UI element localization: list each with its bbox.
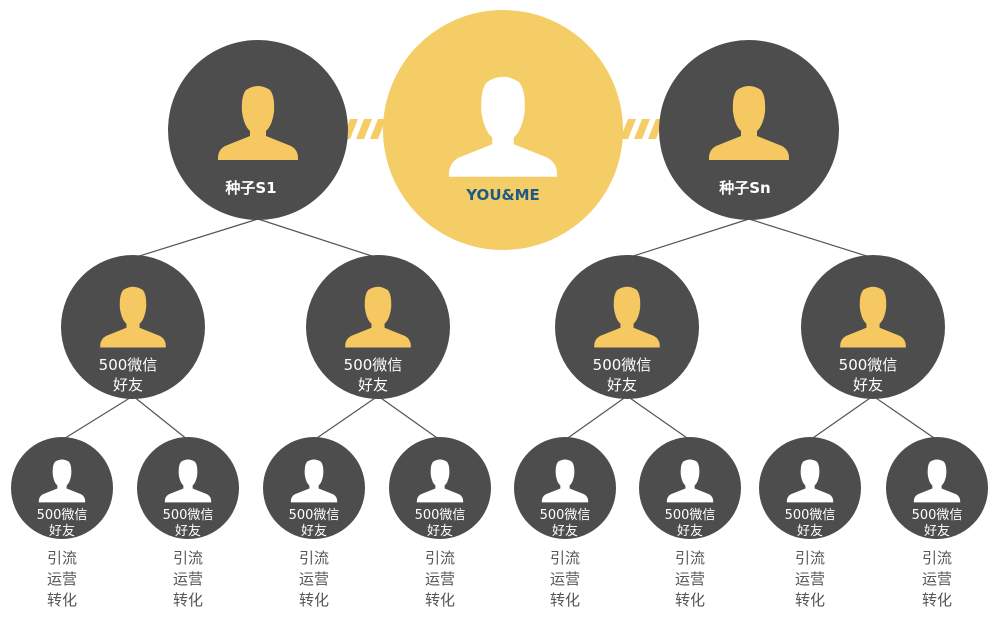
node-label-line1: 500微信 <box>912 508 963 523</box>
caption-line2: 运营 <box>425 570 455 588</box>
seed-node-sn: 种子Sn <box>659 40 839 220</box>
node-label-line1: 500微信 <box>37 508 88 523</box>
node-label-line1: 500微信 <box>593 356 652 374</box>
caption-line1: 引流 <box>795 549 825 567</box>
node-label-line2: 好友 <box>175 523 201 539</box>
caption-line1: 引流 <box>425 549 455 567</box>
caption-line3: 转化 <box>795 591 825 609</box>
level2-node: 500微信 好友 <box>61 255 205 399</box>
level3-node: 500微信 好友 引流 运营 转化 <box>759 437 861 609</box>
caption-line3: 转化 <box>299 591 329 609</box>
level3-node: 500微信 好友 引流 运营 转化 <box>639 437 741 609</box>
node-label-line2: 好友 <box>797 523 823 539</box>
node-label-line1: 500微信 <box>344 356 403 374</box>
caption-line3: 转化 <box>550 591 580 609</box>
node-label-line2: 好友 <box>924 523 950 539</box>
link-stripes-right <box>620 119 664 139</box>
level2-node: 500微信 好友 <box>306 255 450 399</box>
node-label-line1: 500微信 <box>839 356 898 374</box>
caption-line2: 运营 <box>922 570 952 588</box>
connector-s1-a <box>132 218 259 259</box>
node-label-line1: 500微信 <box>785 508 836 523</box>
caption-line2: 运营 <box>795 570 825 588</box>
caption-line1: 引流 <box>299 549 329 567</box>
node-label-line2: 好友 <box>677 523 703 539</box>
caption-line2: 运营 <box>47 570 77 588</box>
caption-line2: 运营 <box>173 570 203 588</box>
level3-node: 500微信 好友 引流 运营 转化 <box>137 437 239 609</box>
connector-s1-b <box>257 218 379 259</box>
connector-sn-b <box>748 218 874 259</box>
node-label-line2: 好友 <box>607 376 637 394</box>
connector-l2-1b <box>132 395 189 441</box>
connector-l2-2a <box>313 395 379 441</box>
node-label-line1: 500微信 <box>665 508 716 523</box>
caption-line3: 转化 <box>675 591 705 609</box>
seed-label: 种子Sn <box>718 179 770 197</box>
caption-line1: 引流 <box>47 549 77 567</box>
level2-node: 500微信 好友 <box>555 255 699 399</box>
center-label: YOU&ME <box>465 186 540 204</box>
node-label-line2: 好友 <box>427 523 453 539</box>
node-label-line2: 好友 <box>552 523 578 539</box>
caption-line1: 引流 <box>675 549 705 567</box>
connector-l2-1a <box>61 395 134 441</box>
connector-sn-a <box>626 218 750 259</box>
caption-line3: 转化 <box>425 591 455 609</box>
caption-line1: 引流 <box>922 549 952 567</box>
node-label-line2: 好友 <box>358 376 388 394</box>
center-node: YOU&ME <box>383 10 623 250</box>
node-label-line1: 500微信 <box>540 508 591 523</box>
connector-l2-2b <box>377 395 441 441</box>
connector-l2-4b <box>872 395 938 441</box>
caption-line3: 转化 <box>922 591 952 609</box>
level3-node: 500微信 好友 引流 运营 转化 <box>389 437 491 609</box>
caption-line2: 运营 <box>299 570 329 588</box>
link-stripes-left <box>342 119 386 139</box>
caption-line3: 转化 <box>47 591 77 609</box>
level3-node: 500微信 好友 引流 运营 转化 <box>11 437 113 609</box>
node-label-line1: 500微信 <box>163 508 214 523</box>
connector-l2-4a <box>809 395 874 441</box>
level3-node: 500微信 好友 引流 运营 转化 <box>514 437 616 609</box>
caption-line1: 引流 <box>173 549 203 567</box>
caption-line2: 运营 <box>550 570 580 588</box>
connector-l2-3b <box>626 395 691 441</box>
seed-node-s1: 种子S1 <box>168 40 348 220</box>
node-label-line2: 好友 <box>49 523 75 539</box>
connectors <box>61 218 938 441</box>
caption-line2: 运营 <box>675 570 705 588</box>
caption-line1: 引流 <box>550 549 580 567</box>
seed-label: 种子S1 <box>224 179 276 197</box>
node-label-line1: 500微信 <box>289 508 340 523</box>
caption-line3: 转化 <box>173 591 203 609</box>
connector-l2-3a <box>564 395 628 441</box>
node-label-line2: 好友 <box>301 523 327 539</box>
node-label-line1: 500微信 <box>415 508 466 523</box>
level3-node: 500微信 好友 引流 运营 转化 <box>263 437 365 609</box>
node-label-line2: 好友 <box>113 376 143 394</box>
level3-node: 500微信 好友 引流 运营 转化 <box>886 437 988 609</box>
node-label-line1: 500微信 <box>99 356 158 374</box>
level2-node: 500微信 好友 <box>801 255 945 399</box>
node-label-line2: 好友 <box>853 376 883 394</box>
